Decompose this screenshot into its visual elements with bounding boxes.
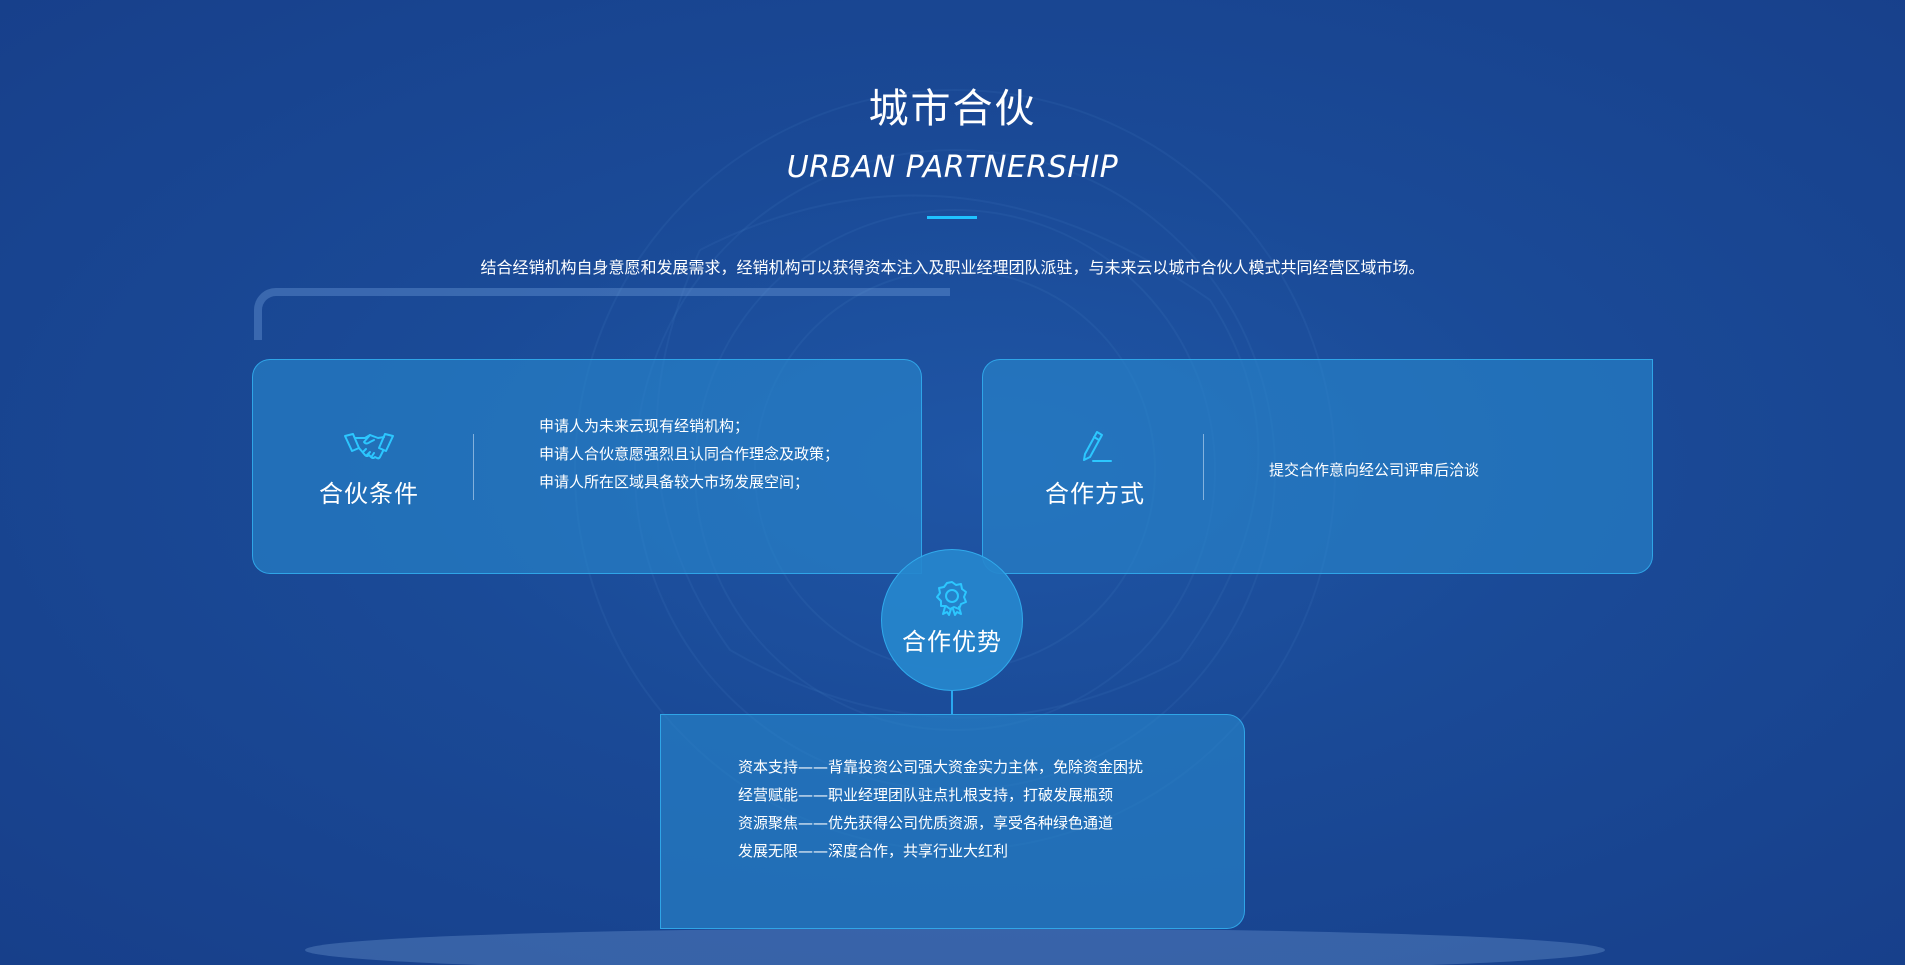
title-underline xyxy=(927,216,977,219)
award-icon xyxy=(936,581,967,616)
page-title: 城市合伙 xyxy=(868,86,1037,132)
list-item: 申请人所在区域具备较大市场发展空间； xyxy=(539,473,810,491)
conditions-divider xyxy=(473,434,474,500)
conditions-list: 申请人为未来云现有经销机构； 申请人合伙意愿强烈且认同合作理念及政策； 申请人所… xyxy=(539,412,839,496)
advantages-card: 资本支持——背靠投资公司强大资金实力主体，免除资金困扰 经营赋能——职业经理团队… xyxy=(660,714,1245,929)
method-header: 合作方式 xyxy=(1025,430,1165,509)
list-item: 发展无限——深度合作，共享行业大红利 xyxy=(738,842,1009,860)
pen-icon xyxy=(1083,431,1112,462)
list-item: 申请人合伙意愿强烈且认同合作理念及政策； xyxy=(539,445,840,463)
list-item: 申请人为未来云现有经销机构； xyxy=(539,417,750,435)
method-divider xyxy=(1203,434,1204,500)
list-item: 资源聚焦——优先获得公司优质资源，享受各种绿色通道 xyxy=(738,814,1114,832)
method-text: 提交合作意向经公司评审后洽谈 xyxy=(1269,461,1480,479)
method-card: 合作方式 提交合作意向经公司评审后洽谈 xyxy=(982,359,1653,574)
circle-connector xyxy=(951,691,953,714)
list-item: 资本支持——背靠投资公司强大资金实力主体，免除资金困扰 xyxy=(738,758,1144,776)
conditions-card: 合伙条件 申请人为未来云现有经销机构； 申请人合伙意愿强烈且认同合作理念及政策；… xyxy=(252,359,922,574)
advantages-circle: 合作优势 xyxy=(881,549,1023,691)
method-title: 合作方式 xyxy=(1045,480,1145,508)
handshake-icon xyxy=(344,433,394,460)
decorative-bracket xyxy=(254,288,950,340)
intro-text: 结合经销机构自身意愿和发展需求，经销机构可以获得资本注入及职业经理团队派驻，与未… xyxy=(480,258,1425,277)
conditions-header: 合伙条件 xyxy=(299,430,439,509)
advantages-title: 合作优势 xyxy=(902,628,1002,656)
conditions-title: 合伙条件 xyxy=(319,480,419,508)
list-item: 经营赋能——职业经理团队驻点扎根支持，打破发展瓶颈 xyxy=(738,786,1114,804)
page-subtitle: URBAN PARTNERSHIP xyxy=(786,150,1119,185)
advantages-list: 资本支持——背靠投资公司强大资金实力主体，免除资金困扰 经营赋能——职业经理团队… xyxy=(738,753,1168,865)
